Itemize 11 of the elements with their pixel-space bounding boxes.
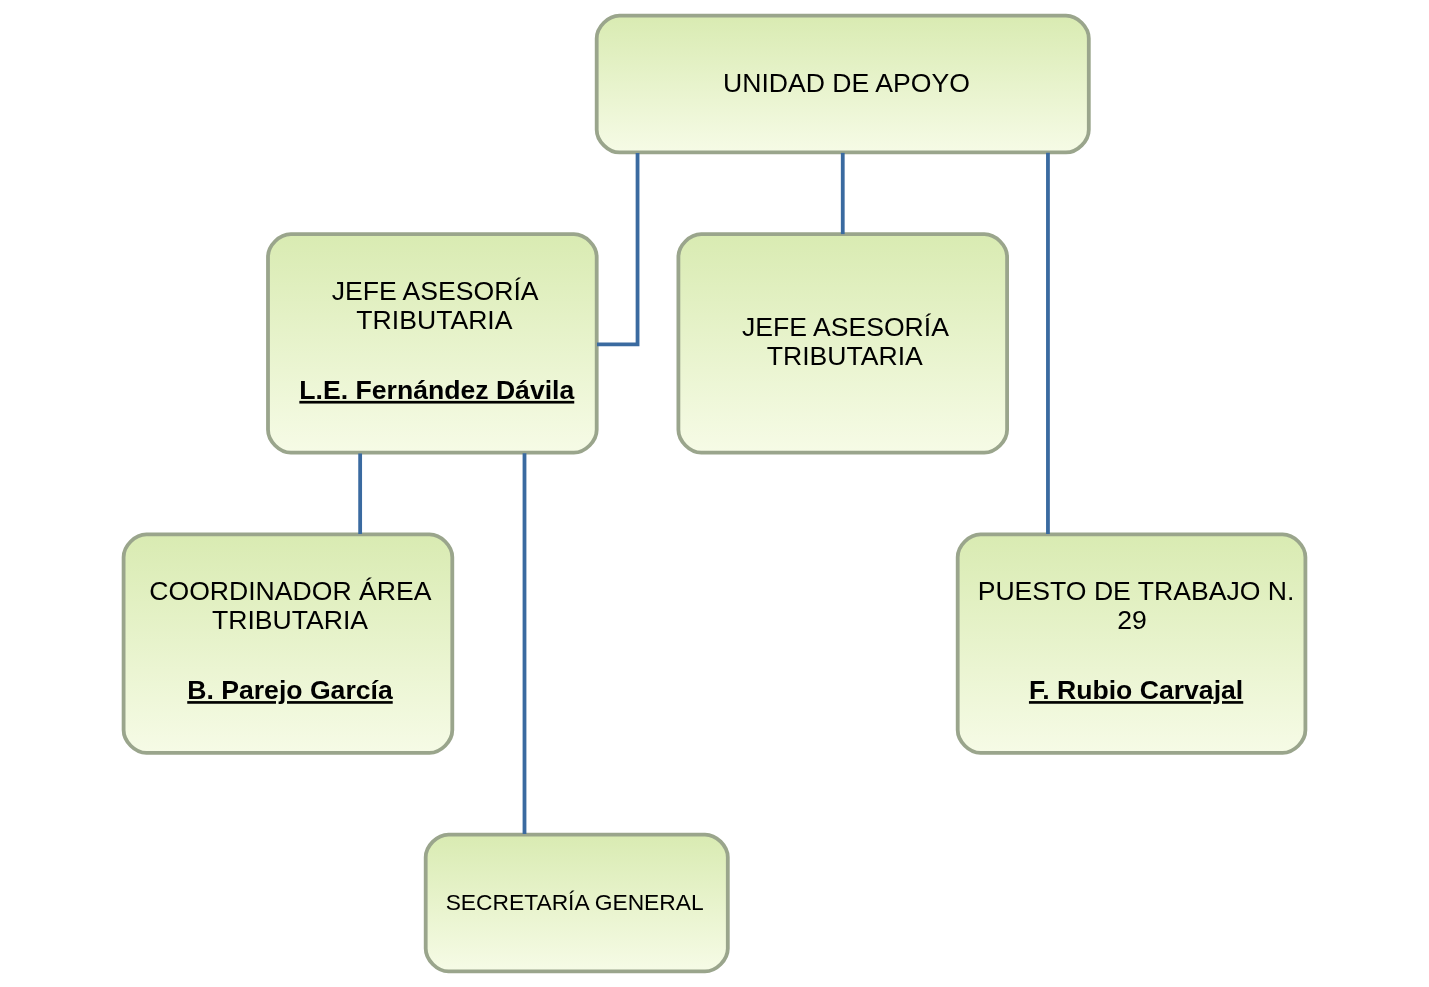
node-box: JEFE ASESORÍA TRIBUTARIA L.E. Fernández Dávila — [266, 232, 599, 455]
node-box: COORDINADOR ÁREA TRIBUTARIA B. Parejo García — [121, 532, 455, 755]
connector — [840, 152, 845, 235]
connector — [1046, 152, 1050, 534]
connector — [522, 453, 527, 834]
node-box: SECRETARÍA GENERAL — [423, 832, 730, 974]
connector — [358, 453, 363, 535]
node-box: JEFE ASESORÍA TRIBUTARIA — [676, 232, 1009, 455]
node-box: UNIDAD DE APOYO — [594, 13, 1091, 155]
connector — [597, 153, 640, 347]
node-box: PUESTO DE TRABAJO N. 29 F. Rubio Carvajal — [955, 532, 1308, 755]
